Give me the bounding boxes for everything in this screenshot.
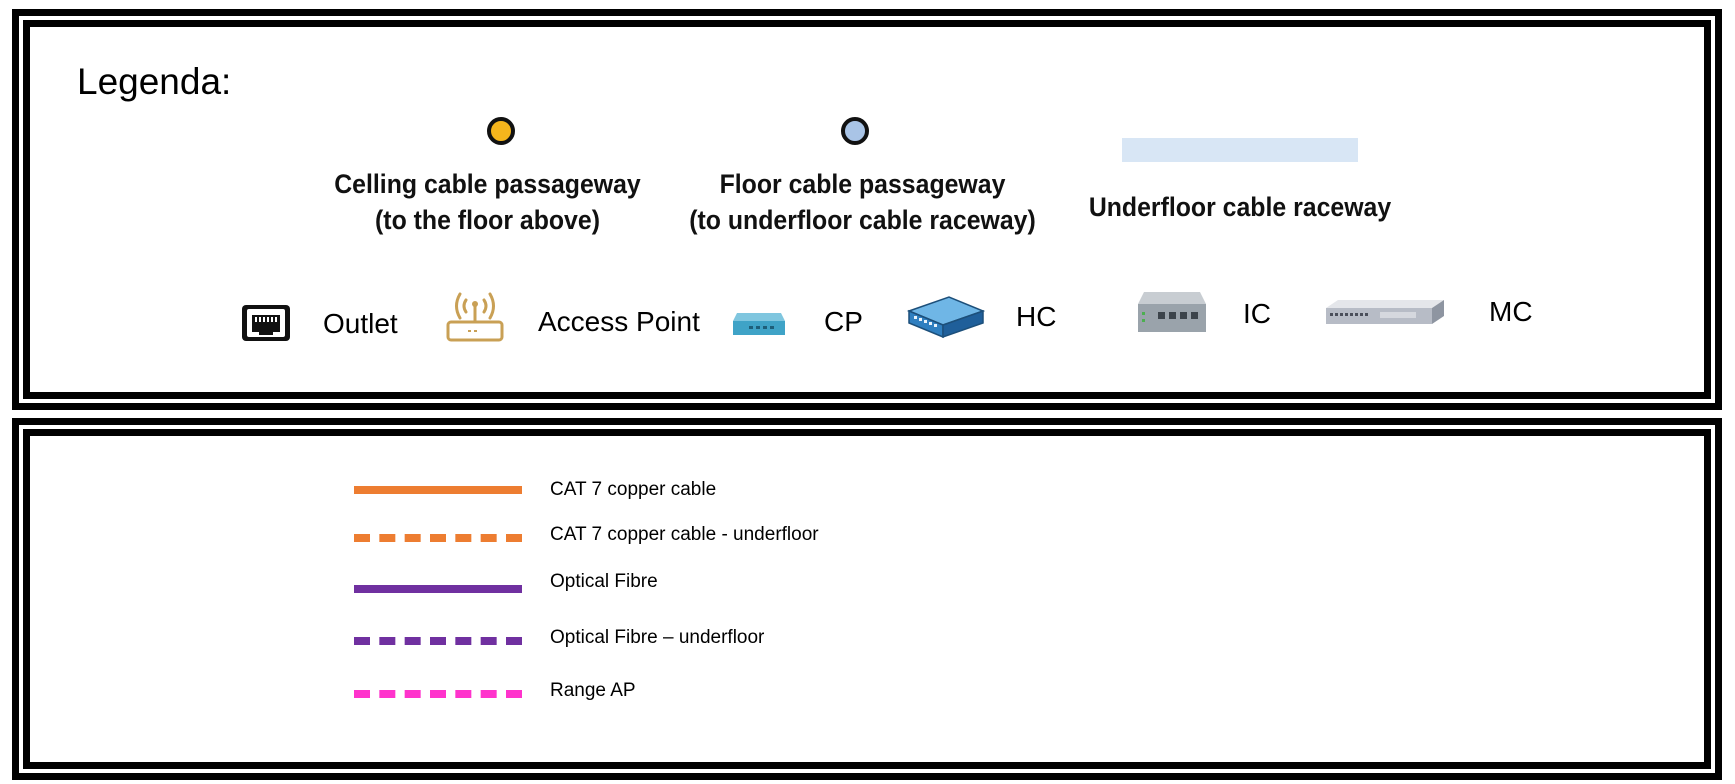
optical-fibre-label: Optical Fibre (550, 571, 658, 592)
ethernet-outlet-icon (241, 304, 291, 347)
outlet-label: Outlet (323, 308, 398, 339)
ceiling-passageway-dot-icon (487, 117, 515, 145)
legend-bottom-frame-inner (23, 429, 1711, 769)
optical-fibre-line-sample (354, 585, 522, 593)
optical-fibre-underfloor-label: Optical Fibre – underfloor (550, 627, 765, 648)
ic-label: IC (1243, 298, 1271, 329)
cat7-copper-underfloor-line-sample (354, 534, 522, 542)
legend-title: Legenda: (77, 61, 232, 102)
underfloor-raceway-label: Underfloor cable raceway (1088, 192, 1392, 222)
mc-label: MC (1489, 296, 1533, 327)
floor-passageway-label: Floor cable passageway (to underfloor ca… (676, 166, 1049, 238)
floor-passageway-label-line2: (to underfloor cable raceway) (689, 205, 1036, 235)
underfloor-raceway-swatch (1122, 138, 1358, 162)
legend-bottom-frame-outer (12, 418, 1722, 780)
legend-top-frame-inner (23, 20, 1711, 399)
main-cross-connect-rack-switch-icon (1324, 298, 1446, 333)
optical-fibre-underfloor-line-sample (354, 637, 522, 645)
consolidation-point-icon (731, 309, 787, 342)
floor-passageway-label-line1: Floor cable passageway (719, 169, 1006, 199)
floor-passageway-dot-icon (841, 117, 869, 145)
horizontal-cross-connect-switch-icon (905, 293, 986, 344)
access-point-label: Access Point (538, 306, 700, 337)
cat7-copper-underfloor-label: CAT 7 copper cable - underfloor (550, 524, 819, 545)
legend-top-frame-outer (12, 9, 1722, 410)
ceiling-passageway-label: Celling cable passageway (to the floor a… (315, 166, 660, 238)
wifi-access-point-icon (444, 282, 506, 349)
cat7-copper-label: CAT 7 copper cable (550, 479, 717, 500)
ceiling-passageway-label-line2: (to the floor above) (375, 205, 600, 235)
cp-label: CP (824, 306, 863, 337)
intermediate-cross-connect-switch-icon (1136, 290, 1208, 339)
hc-label: HC (1016, 301, 1057, 332)
ceiling-passageway-label-line1: Celling cable passageway (334, 169, 641, 199)
cat7-copper-line-sample (354, 486, 522, 494)
range-ap-label: Range AP (550, 680, 636, 701)
range-ap-line-sample (354, 690, 522, 698)
